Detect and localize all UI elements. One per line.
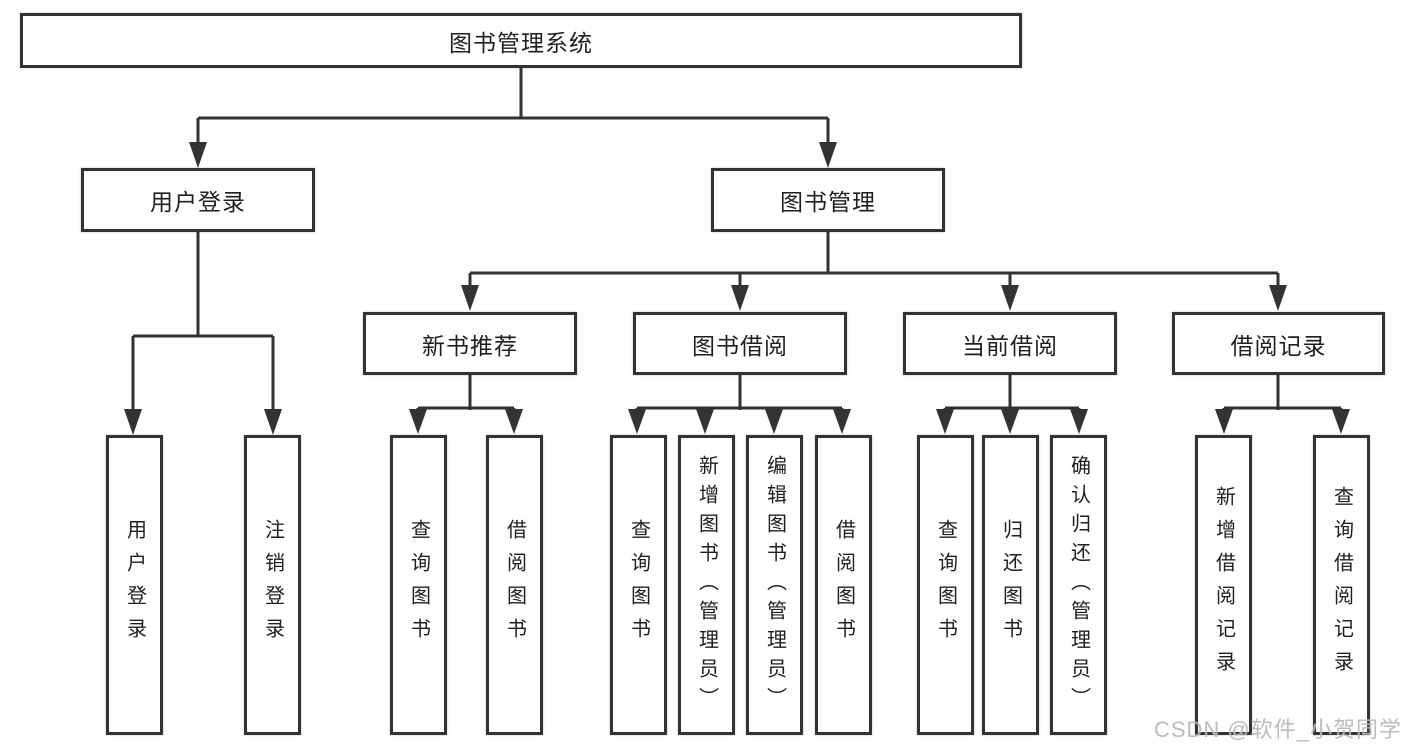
leaf-label: 查询图书 (407, 519, 430, 651)
leaf-label: 归还图书 (999, 519, 1022, 651)
node-label: 图书借阅 (692, 332, 788, 359)
leaf-label: 确认归还（管理员） (1067, 454, 1090, 716)
node-label: 借阅记录 (1230, 332, 1327, 359)
leaf-confirm-return-admin: 确认归还（管理员） (1050, 435, 1107, 735)
leaf-label: 查询图书 (627, 519, 650, 651)
leaf-query-books-current: 查询图书 (917, 435, 974, 735)
node-label: 图书管理系统 (449, 29, 593, 56)
leaf-edit-book-admin: 编辑图书（管理员） (746, 435, 803, 735)
leaf-label: 借阅图书 (503, 519, 526, 651)
node-library-management-system: 图书管理系统 (20, 13, 1022, 68)
leaf-return-book: 归还图书 (982, 435, 1039, 735)
arrowheads (124, 142, 1350, 435)
leaf-logout: 注销登录 (244, 435, 301, 735)
leaf-query-books-recommend: 查询图书 (390, 435, 447, 735)
leaf-label: 注销登录 (261, 519, 284, 651)
leaf-query-borrow-record: 查询借阅记录 (1313, 435, 1370, 735)
leaf-label: 编辑图书（管理员） (763, 454, 786, 716)
leaf-user-login: 用户登录 (106, 435, 163, 735)
leaf-add-book-admin: 新增图书（管理员） (678, 435, 735, 735)
node-current-borrow: 当前借阅 (903, 312, 1117, 375)
node-book-management: 图书管理 (711, 168, 945, 232)
node-book-borrow: 图书借阅 (633, 312, 847, 375)
leaf-label: 借阅图书 (832, 519, 855, 651)
leaf-label: 新增借阅记录 (1212, 486, 1235, 684)
leaf-label: 新增图书（管理员） (695, 454, 718, 716)
leaf-label: 用户登录 (123, 519, 146, 651)
leaf-add-borrow-record: 新增借阅记录 (1195, 435, 1252, 735)
leaf-label: 查询借阅记录 (1330, 486, 1353, 684)
leaf-borrow-books-recommend: 借阅图书 (486, 435, 543, 735)
leaf-label: 查询图书 (934, 519, 957, 651)
node-label: 图书管理 (780, 189, 876, 215)
node-label: 用户登录 (150, 189, 246, 215)
node-borrow-records: 借阅记录 (1172, 312, 1385, 375)
csdn-watermark: CSDN @软件_小贺同学 (1153, 717, 1402, 742)
leaf-borrow-books-borrow: 借阅图书 (815, 435, 872, 735)
node-label: 当前借阅 (962, 332, 1058, 359)
node-user-login: 用户登录 (81, 168, 315, 232)
node-label: 新书推荐 (422, 332, 518, 359)
node-new-book-recommend: 新书推荐 (363, 312, 577, 375)
leaf-query-books-borrow: 查询图书 (610, 435, 667, 735)
